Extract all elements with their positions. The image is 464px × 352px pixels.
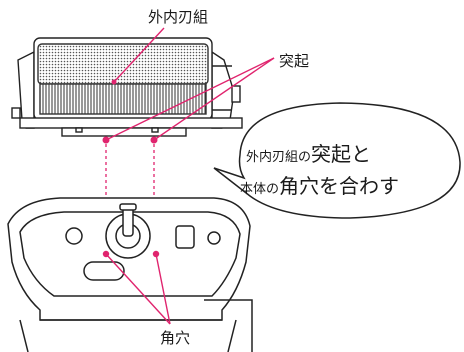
callout-line-1-small: 外内刃組の xyxy=(246,150,312,165)
outer-blade-unit-label: 外内刃組 xyxy=(148,8,209,26)
callout-line-2: 本体の角穴を合わす xyxy=(240,170,399,199)
callout-bubble xyxy=(213,102,461,219)
callout-line-1-large: 突起と xyxy=(311,142,372,166)
callout-line-2-large: 角穴を合わす xyxy=(279,174,400,198)
leader-projection xyxy=(105,57,275,141)
callout-line-2-small: 本体の xyxy=(240,182,280,197)
leader-square-holes xyxy=(105,253,171,325)
leader-outer-blade xyxy=(113,27,165,83)
callout-line-1: 外内刃組の突起と xyxy=(246,138,371,167)
shaver-body xyxy=(7,197,253,352)
square-holes-label: 角穴 xyxy=(160,329,191,347)
outer-blade-unit xyxy=(11,37,243,137)
projection-label: 突起 xyxy=(279,52,310,70)
